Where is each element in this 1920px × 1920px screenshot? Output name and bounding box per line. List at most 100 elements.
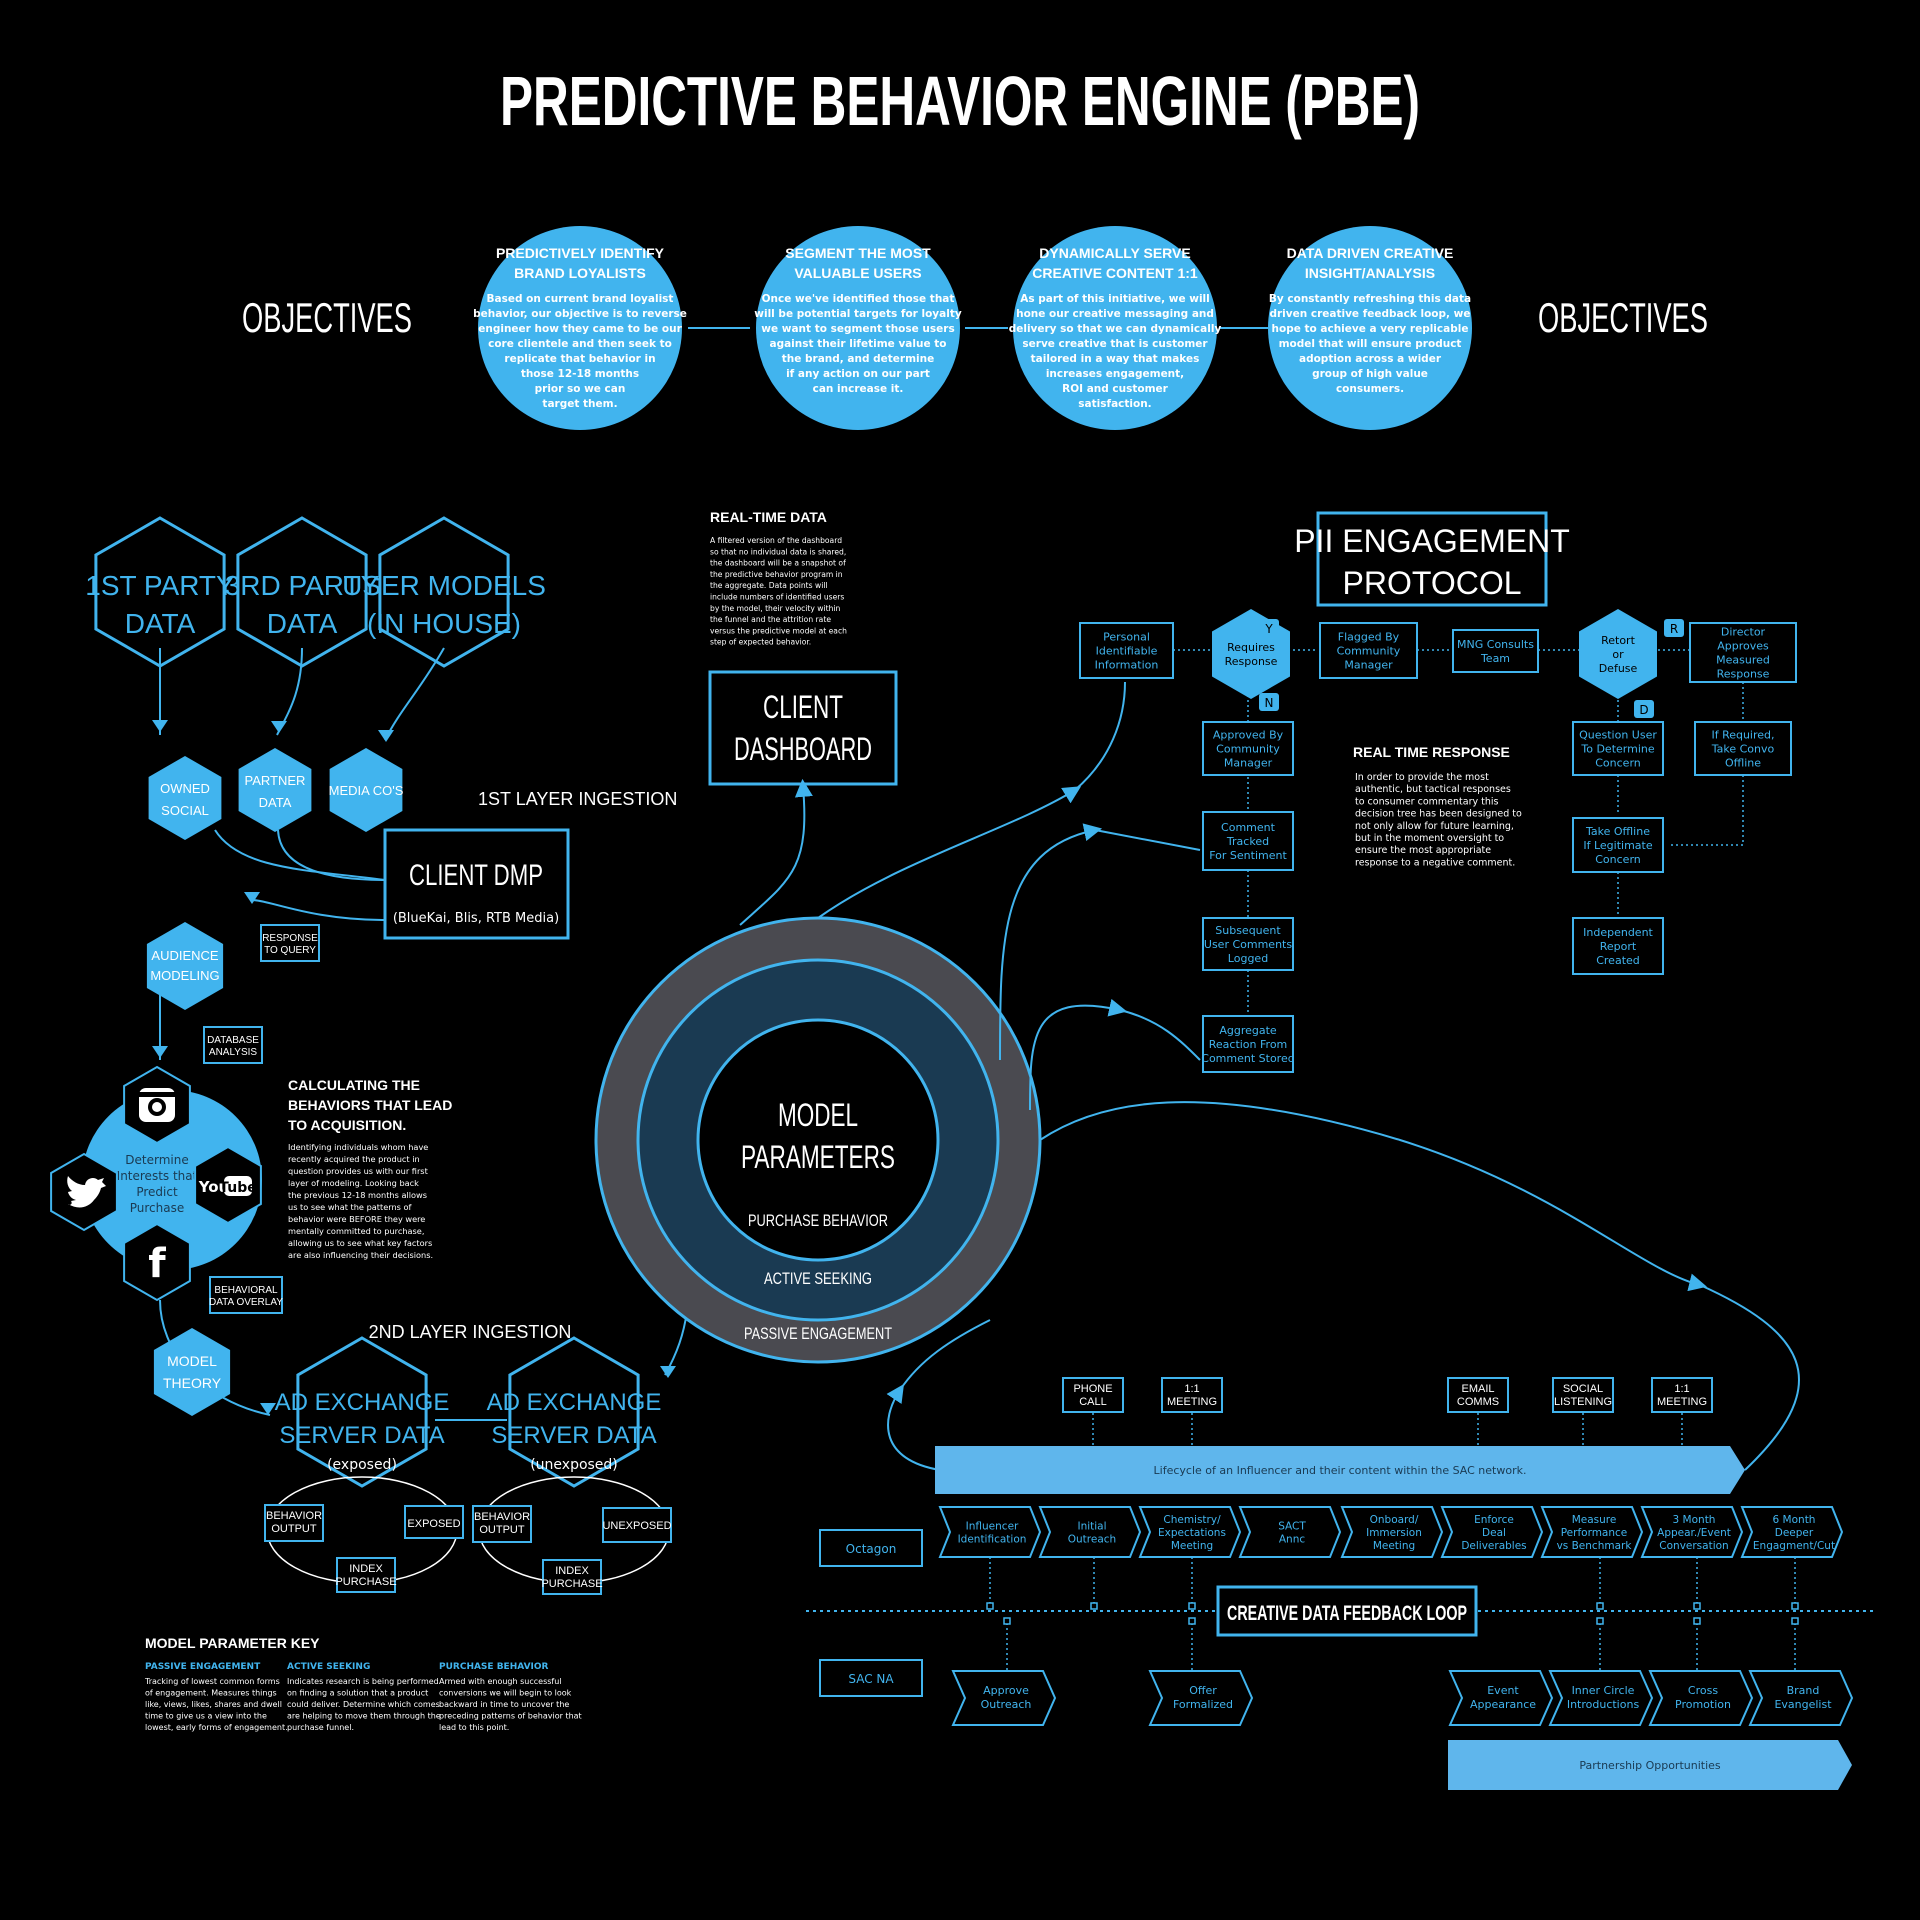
ingest-1-line-1: OWNED (160, 781, 210, 796)
subsequent-comments-line-2: User Comments (1204, 938, 1292, 951)
touchpoint-2-line-1: 1:1 (1184, 1383, 1199, 1395)
touchpoint-1-box[interactable] (1062, 1377, 1124, 1413)
sac-step-5-chevron[interactable] (1648, 1670, 1754, 1726)
step-1-chevron[interactable] (938, 1506, 1042, 1558)
step-6-chevron[interactable] (1440, 1506, 1544, 1558)
ingest-hex-1[interactable] (148, 756, 222, 840)
rtr-body-line-2: authentic, but tactical responses (1355, 784, 1511, 795)
behavior-output-1-box[interactable] (264, 1504, 324, 1542)
objective-circle-4[interactable] (1268, 226, 1472, 430)
key-col-2-head: ACTIVE SEEKING (287, 1662, 370, 1672)
step-4-line-1: SACT (1278, 1521, 1306, 1533)
source-1-line-2: DATA (125, 608, 196, 639)
question-user-box[interactable] (1572, 721, 1664, 776)
sac-na-box[interactable] (819, 1659, 923, 1697)
key-col-1-line-1: Tracking of lowest common forms (144, 1677, 280, 1686)
determine-interests-diamond[interactable] (45, 1053, 300, 1308)
touchpoint-3-box[interactable] (1447, 1377, 1509, 1413)
realtime-body-line-1: A filtered version of the dashboard (710, 536, 842, 545)
sac-step-1-chevron[interactable] (951, 1670, 1057, 1726)
step-7-chevron[interactable] (1540, 1506, 1644, 1558)
realtime-body-line-3: the dashboard will be a snapshot of (710, 559, 846, 568)
behavior-output-2-box[interactable] (472, 1505, 532, 1543)
step-2-chevron[interactable] (1038, 1506, 1142, 1558)
exposed-label-box[interactable] (404, 1505, 464, 1539)
index-purchase-2-box[interactable] (542, 1559, 602, 1595)
source-hex-1[interactable] (94, 516, 226, 668)
objectives-left-label: OBJECTIVES (242, 294, 412, 341)
take-offline-box[interactable] (1572, 817, 1664, 873)
ingest-hex-2[interactable] (238, 748, 312, 832)
touchpoint-3-line-1: EMAIL (1461, 1383, 1494, 1395)
step-6-line-2: Deal (1482, 1527, 1506, 1539)
step-3-chevron[interactable] (1138, 1506, 1242, 1558)
independent-report-box[interactable] (1572, 917, 1664, 975)
step-8-chevron[interactable] (1640, 1506, 1744, 1558)
key-col-1-line-4: time to give us a view into the (145, 1712, 267, 1721)
octagon-box[interactable] (819, 1529, 923, 1567)
ingest-hex-3[interactable] (329, 748, 403, 832)
sac-step-4-chevron[interactable] (1548, 1670, 1654, 1726)
retort-defuse-line-2: or (1612, 648, 1624, 661)
sac-step-2-chevron[interactable] (1148, 1670, 1254, 1726)
response-query-line-2: TO QUERY (264, 945, 316, 956)
touchpoint-4-box[interactable] (1552, 1377, 1614, 1413)
audience-modeling-line-1: AUDIENCE (151, 948, 219, 963)
sac-step-6-line-2: Evangelist (1774, 1698, 1832, 1711)
touchpoint-5-line-1: 1:1 (1674, 1383, 1689, 1395)
step-5-chevron[interactable] (1340, 1506, 1444, 1558)
sac-step-3-chevron[interactable] (1448, 1670, 1554, 1726)
step-4-chevron[interactable] (1238, 1506, 1342, 1558)
step-9-chevron[interactable] (1740, 1506, 1844, 1558)
rtr-body-line-3: to consumer commentary this (1355, 796, 1498, 807)
touchpoint-5-box[interactable] (1651, 1377, 1713, 1413)
director-approves-box[interactable] (1689, 622, 1797, 683)
index-purchase-1-line-2: PURCHASE (335, 1576, 396, 1588)
sac-step-4-line-1: Inner Circle (1572, 1684, 1635, 1697)
adx-unexposed-hex[interactable] (508, 1336, 640, 1488)
behavioral-overlay-box[interactable] (209, 1276, 283, 1314)
subsequent-comments-box[interactable] (1202, 917, 1294, 971)
model-theory-hex[interactable] (153, 1328, 231, 1416)
client-dmp-box[interactable] (383, 828, 570, 940)
tag-n-badge (1259, 693, 1279, 711)
audience-modeling-hex[interactable] (146, 922, 224, 1010)
key-col-1-line-3: like, views, likes, shares and dwell (145, 1700, 282, 1709)
if-required-line-3: Offline (1725, 757, 1761, 770)
touchpoint-2-box[interactable] (1161, 1377, 1223, 1413)
approved-community-box[interactable] (1202, 721, 1294, 776)
mng-consults-box[interactable] (1452, 629, 1539, 673)
key-title: MODEL PARAMETER KEY (145, 1635, 320, 1651)
retort-defuse-hex[interactable] (1579, 609, 1657, 699)
database-analysis-box[interactable] (203, 1026, 263, 1064)
mng-consults-line-1: MNG Consults (1457, 638, 1534, 651)
step-1-line-2: Identification (958, 1534, 1027, 1546)
index-purchase-1-box[interactable] (336, 1557, 396, 1593)
purchase-behavior-core[interactable] (696, 1018, 940, 1262)
source-hex-2[interactable] (236, 516, 368, 668)
objective-circle-1[interactable] (478, 226, 682, 430)
objective-circle-3[interactable] (1013, 226, 1217, 430)
left-arrow-4 (244, 892, 260, 904)
source-hex-3[interactable] (378, 516, 510, 668)
facebook-icon-hex[interactable] (123, 1222, 191, 1302)
ingest-2-line-1: PARTNER (245, 773, 306, 788)
unexposed-label-box[interactable] (602, 1507, 672, 1543)
personal-info-box[interactable] (1079, 622, 1174, 679)
adx-exposed-hex[interactable] (296, 1336, 428, 1488)
key-col-2-line-5: purchase funnel. (287, 1723, 354, 1732)
behavioral-overlay-line-2: DATA OVERLAY (209, 1297, 283, 1308)
aggregate-reaction-box[interactable] (1202, 1015, 1294, 1073)
realtime-title: REAL-TIME DATA (710, 509, 827, 525)
lifecycle-group: PHONECALL1:1MEETINGEMAILCOMMSSOCIALLISTE… (806, 1377, 1875, 1790)
if-required-box[interactable] (1694, 721, 1792, 776)
response-query-box[interactable] (260, 924, 320, 962)
youtube-icon: You (198, 1178, 229, 1196)
comment-tracked-box[interactable] (1202, 811, 1294, 871)
flagged-community-box[interactable] (1319, 622, 1418, 679)
objective-circle-2[interactable] (756, 226, 960, 430)
sac-step-6-chevron[interactable] (1748, 1670, 1854, 1726)
objective-3-body-line-4: serve creative that is customer (1022, 338, 1208, 350)
independent-report-line-1: Independent (1583, 926, 1653, 939)
